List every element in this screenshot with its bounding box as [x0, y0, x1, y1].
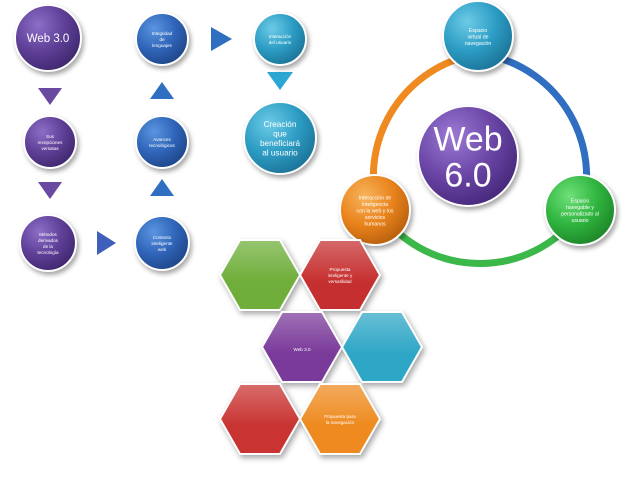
hexagon-4: [340, 311, 424, 383]
hexagon-3: Web 3.0: [260, 311, 344, 383]
flow-node-web30: Web 3.0: [14, 4, 82, 72]
arrow-up-2: [150, 82, 174, 99]
arrow-down-3: [267, 72, 293, 90]
hexagon-3-label: Web 3.0: [293, 347, 310, 352]
arrow-up-1: [150, 179, 174, 196]
flow-node-web30-label: Web 3.0: [27, 33, 70, 45]
hexagon-5: [218, 383, 302, 455]
arrow-right-1: [97, 231, 116, 255]
arrow-down-1: [38, 88, 62, 105]
hexagon-1: [218, 239, 302, 311]
arrow-right-2: [211, 27, 232, 51]
arrow-down-2: [38, 182, 62, 199]
